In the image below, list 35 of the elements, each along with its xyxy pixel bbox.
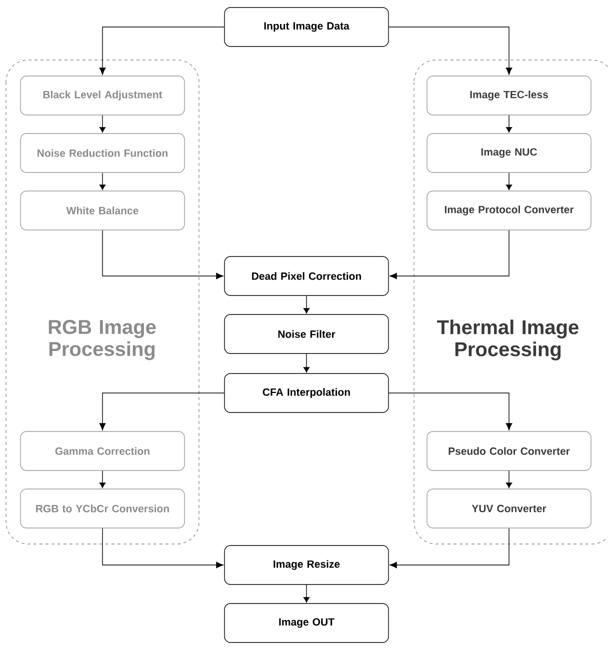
process-box: Noise Filter — [224, 314, 389, 354]
arrow — [506, 115, 512, 133]
process-box: Image Resize — [224, 545, 389, 585]
arrow — [388, 26, 512, 75]
arrow — [390, 528, 510, 568]
arrow — [99, 172, 106, 190]
arrow — [102, 528, 224, 568]
step-box: Image Protocol Converter — [426, 190, 592, 230]
step-box: White Balance — [20, 190, 185, 230]
step-box: RGB to YCbCr Conversion — [20, 488, 185, 528]
arrow — [99, 470, 106, 488]
group-title: RGB Image Processing — [48, 320, 156, 360]
step-box: Image NUC — [426, 133, 592, 173]
arrow — [390, 230, 510, 280]
step-box: Black Level Adjustment — [20, 76, 185, 116]
arrow — [506, 172, 512, 190]
step-box: YUV Converter — [426, 488, 592, 528]
arrow — [303, 584, 310, 603]
arrow — [99, 26, 224, 75]
step-box: Noise Reduction Function — [20, 133, 185, 173]
step-box: Image TEC-less — [426, 76, 592, 116]
process-box: CFA Interpolation — [224, 373, 389, 413]
arrow — [102, 230, 224, 280]
group-title: Thermal Image Processing — [437, 320, 578, 360]
process-box: Dead Pixel Correction — [224, 256, 389, 296]
step-box: Gamma Correction — [20, 431, 185, 471]
arrow — [303, 296, 310, 314]
process-box: Input Image Data — [224, 7, 389, 47]
arrow — [99, 392, 224, 430]
arrow — [303, 354, 310, 373]
arrow — [388, 392, 512, 430]
arrow — [506, 470, 512, 488]
arrow — [99, 115, 106, 133]
process-box: Image OUT — [224, 603, 389, 643]
step-box: Pseudo Color Converter — [426, 431, 592, 471]
